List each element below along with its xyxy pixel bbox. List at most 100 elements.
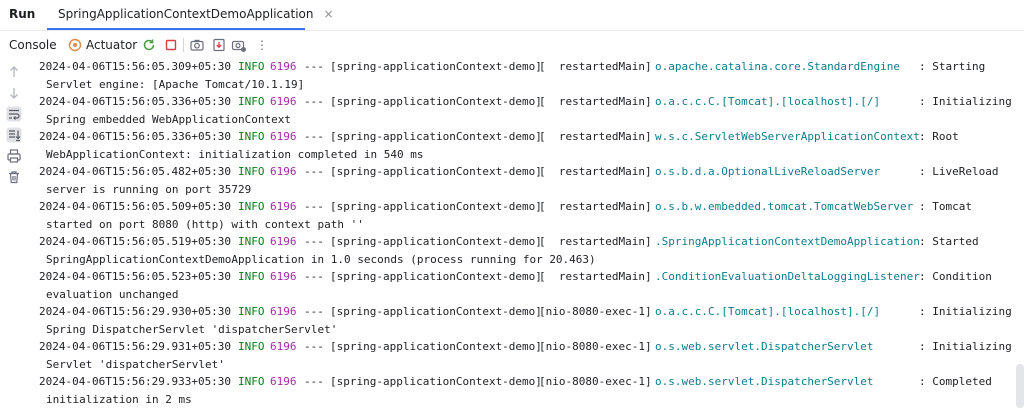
log-pid: 6196: [270, 165, 297, 178]
log-level: INFO: [238, 340, 265, 353]
import-icon[interactable]: [211, 37, 227, 53]
log-level: INFO: [238, 200, 265, 213]
log-message-continuation: SpringApplicationContextDemoApplication …: [46, 253, 596, 266]
log-thread: [nio-8080-exec-1]: [539, 375, 652, 388]
log-level: INFO: [238, 375, 265, 388]
log-entry: 2024-04-06T15:56:05.519+05:30 INFO 6196 …: [28, 233, 1018, 268]
log-pid: 6196: [270, 235, 297, 248]
log-message-continuation: Servlet 'dispatcherServlet': [46, 358, 225, 371]
log-app-name: [spring-applicationContext-demo]: [330, 60, 542, 73]
log-entry: 2024-04-06T15:56:05.336+05:30 INFO 6196 …: [28, 93, 1018, 128]
vertical-scrollbar[interactable]: [1016, 364, 1024, 408]
log-separator: ---: [304, 200, 324, 213]
camera-icon[interactable]: [189, 37, 205, 53]
close-icon[interactable]: ×: [323, 7, 334, 21]
log-separator: ---: [304, 130, 324, 143]
log-separator: ---: [304, 305, 324, 318]
log-thread: [ restartedMain]: [539, 95, 652, 108]
tab-label: SpringApplicationContextDemoApplication: [58, 7, 314, 21]
log-logger[interactable]: .SpringApplicationContextDemoApplication: [655, 235, 920, 248]
log-message: : Tomcat: [919, 200, 972, 213]
log-pid: 6196: [270, 305, 297, 318]
log-pid: 6196: [270, 200, 297, 213]
log-app-name: [spring-applicationContext-demo]: [330, 95, 542, 108]
print-icon[interactable]: [6, 148, 22, 164]
log-entry: 2024-04-06T15:56:05.523+05:30 INFO 6196 …: [28, 268, 1018, 303]
log-thread: [ restartedMain]: [539, 130, 652, 143]
log-timestamp: 2024-04-06T15:56:05.519+05:30: [39, 235, 232, 248]
log-app-name: [spring-applicationContext-demo]: [330, 305, 542, 318]
log-entry: 2024-04-06T15:56:29.930+05:30 INFO 6196 …: [28, 303, 1018, 338]
log-pid: 6196: [270, 130, 297, 143]
log-app-name: [spring-applicationContext-demo]: [330, 340, 542, 353]
log-app-name: [spring-applicationContext-demo]: [330, 375, 542, 388]
log-app-name: [spring-applicationContext-demo]: [330, 130, 542, 143]
tab-actuator[interactable]: Actuator: [86, 38, 138, 52]
log-thread: [ restartedMain]: [539, 60, 652, 73]
log-message: : Initializing: [919, 305, 1012, 318]
log-logger[interactable]: o.apache.catalina.core.StandardEngine: [655, 60, 901, 73]
log-level: INFO: [238, 305, 265, 318]
log-timestamp: 2024-04-06T15:56:29.933+05:30: [39, 375, 232, 388]
log-level: INFO: [238, 235, 265, 248]
log-logger[interactable]: o.a.c.c.C.[Tomcat].[localhost].[/]: [655, 95, 881, 108]
log-logger[interactable]: o.s.web.servlet.DispatcherServlet: [655, 340, 874, 353]
log-thread: [ restartedMain]: [539, 200, 652, 213]
log-timestamp: 2024-04-06T15:56:05.336+05:30: [39, 130, 232, 143]
log-level: INFO: [238, 270, 265, 283]
log-logger[interactable]: w.s.c.ServletWebServerApplicationContext: [655, 130, 920, 143]
log-separator: ---: [304, 340, 324, 353]
tab-console[interactable]: Console: [9, 38, 57, 52]
log-message: : LiveReload: [919, 165, 999, 178]
log-message-continuation: Spring embedded WebApplicationContext: [46, 113, 292, 126]
stop-icon[interactable]: [163, 37, 179, 53]
log-entry: 2024-04-06T15:56:05.482+05:30 INFO 6196 …: [28, 163, 1018, 198]
arrow-up-icon[interactable]: [6, 64, 22, 80]
log-entry: 2024-04-06T15:56:29.931+05:30 INFO 6196 …: [28, 338, 1018, 373]
scroll-to-end-icon[interactable]: [6, 127, 22, 143]
log-logger[interactable]: o.s.b.w.embedded.tomcat.TomcatWebServer: [655, 200, 914, 213]
trash-icon[interactable]: [6, 169, 22, 185]
log-message: : Condition: [919, 270, 992, 283]
rerun-icon[interactable]: [141, 37, 157, 53]
log-timestamp: 2024-04-06T15:56:05.336+05:30: [39, 95, 232, 108]
log-message: : Completed: [919, 375, 992, 388]
log-message: : Started: [919, 235, 979, 248]
soft-wrap-icon[interactable]: [6, 106, 22, 122]
console-toolbar: Console Actuator ⋮: [0, 31, 1024, 58]
log-separator: ---: [304, 375, 324, 388]
run-title: Run: [9, 7, 36, 21]
log-thread: [ restartedMain]: [539, 270, 652, 283]
log-app-name: [spring-applicationContext-demo]: [330, 270, 542, 283]
log-timestamp: 2024-04-06T15:56:05.482+05:30: [39, 165, 232, 178]
log-app-name: [spring-applicationContext-demo]: [330, 200, 542, 213]
log-logger[interactable]: o.a.c.c.C.[Tomcat].[localhost].[/]: [655, 305, 881, 318]
log-separator: ---: [304, 270, 324, 283]
log-entry: 2024-04-06T15:56:05.336+05:30 INFO 6196 …: [28, 128, 1018, 163]
log-pid: 6196: [270, 270, 297, 283]
log-logger[interactable]: o.s.b.d.a.OptionalLiveReloadServer: [655, 165, 881, 178]
console-gutter: [0, 58, 28, 408]
more-actions-icon[interactable]: ⋮: [256, 38, 268, 52]
log-message-continuation: server is running on port 35729: [46, 183, 252, 196]
console-output[interactable]: 2024-04-06T15:56:05.309+05:30 INFO 6196 …: [28, 58, 1018, 408]
log-separator: ---: [304, 60, 324, 73]
log-timestamp: 2024-04-06T15:56:05.309+05:30: [39, 60, 232, 73]
log-message: : Root: [919, 130, 959, 143]
log-message: : Starting: [919, 60, 986, 73]
log-separator: ---: [304, 95, 324, 108]
log-logger[interactable]: o.s.web.servlet.DispatcherServlet: [655, 375, 874, 388]
log-pid: 6196: [270, 340, 297, 353]
arrow-down-icon[interactable]: [6, 85, 22, 101]
log-level: INFO: [238, 95, 265, 108]
log-pid: 6196: [270, 60, 297, 73]
log-message-continuation: WebApplicationContext: initialization co…: [46, 148, 424, 161]
run-tool-window-header: Run SpringApplicationContextDemoApplicat…: [0, 0, 1024, 31]
log-entry: 2024-04-06T15:56:29.933+05:30 INFO 6196 …: [28, 373, 1018, 408]
screenshot-settings-icon[interactable]: [231, 37, 247, 53]
log-logger[interactable]: .ConditionEvaluationDeltaLoggingListener: [655, 270, 920, 283]
log-separator: ---: [304, 165, 324, 178]
actuator-icon: [68, 38, 82, 52]
tab-run-configuration[interactable]: SpringApplicationContextDemoApplication …: [47, 0, 334, 30]
log-message: : Initializing: [919, 95, 1012, 108]
